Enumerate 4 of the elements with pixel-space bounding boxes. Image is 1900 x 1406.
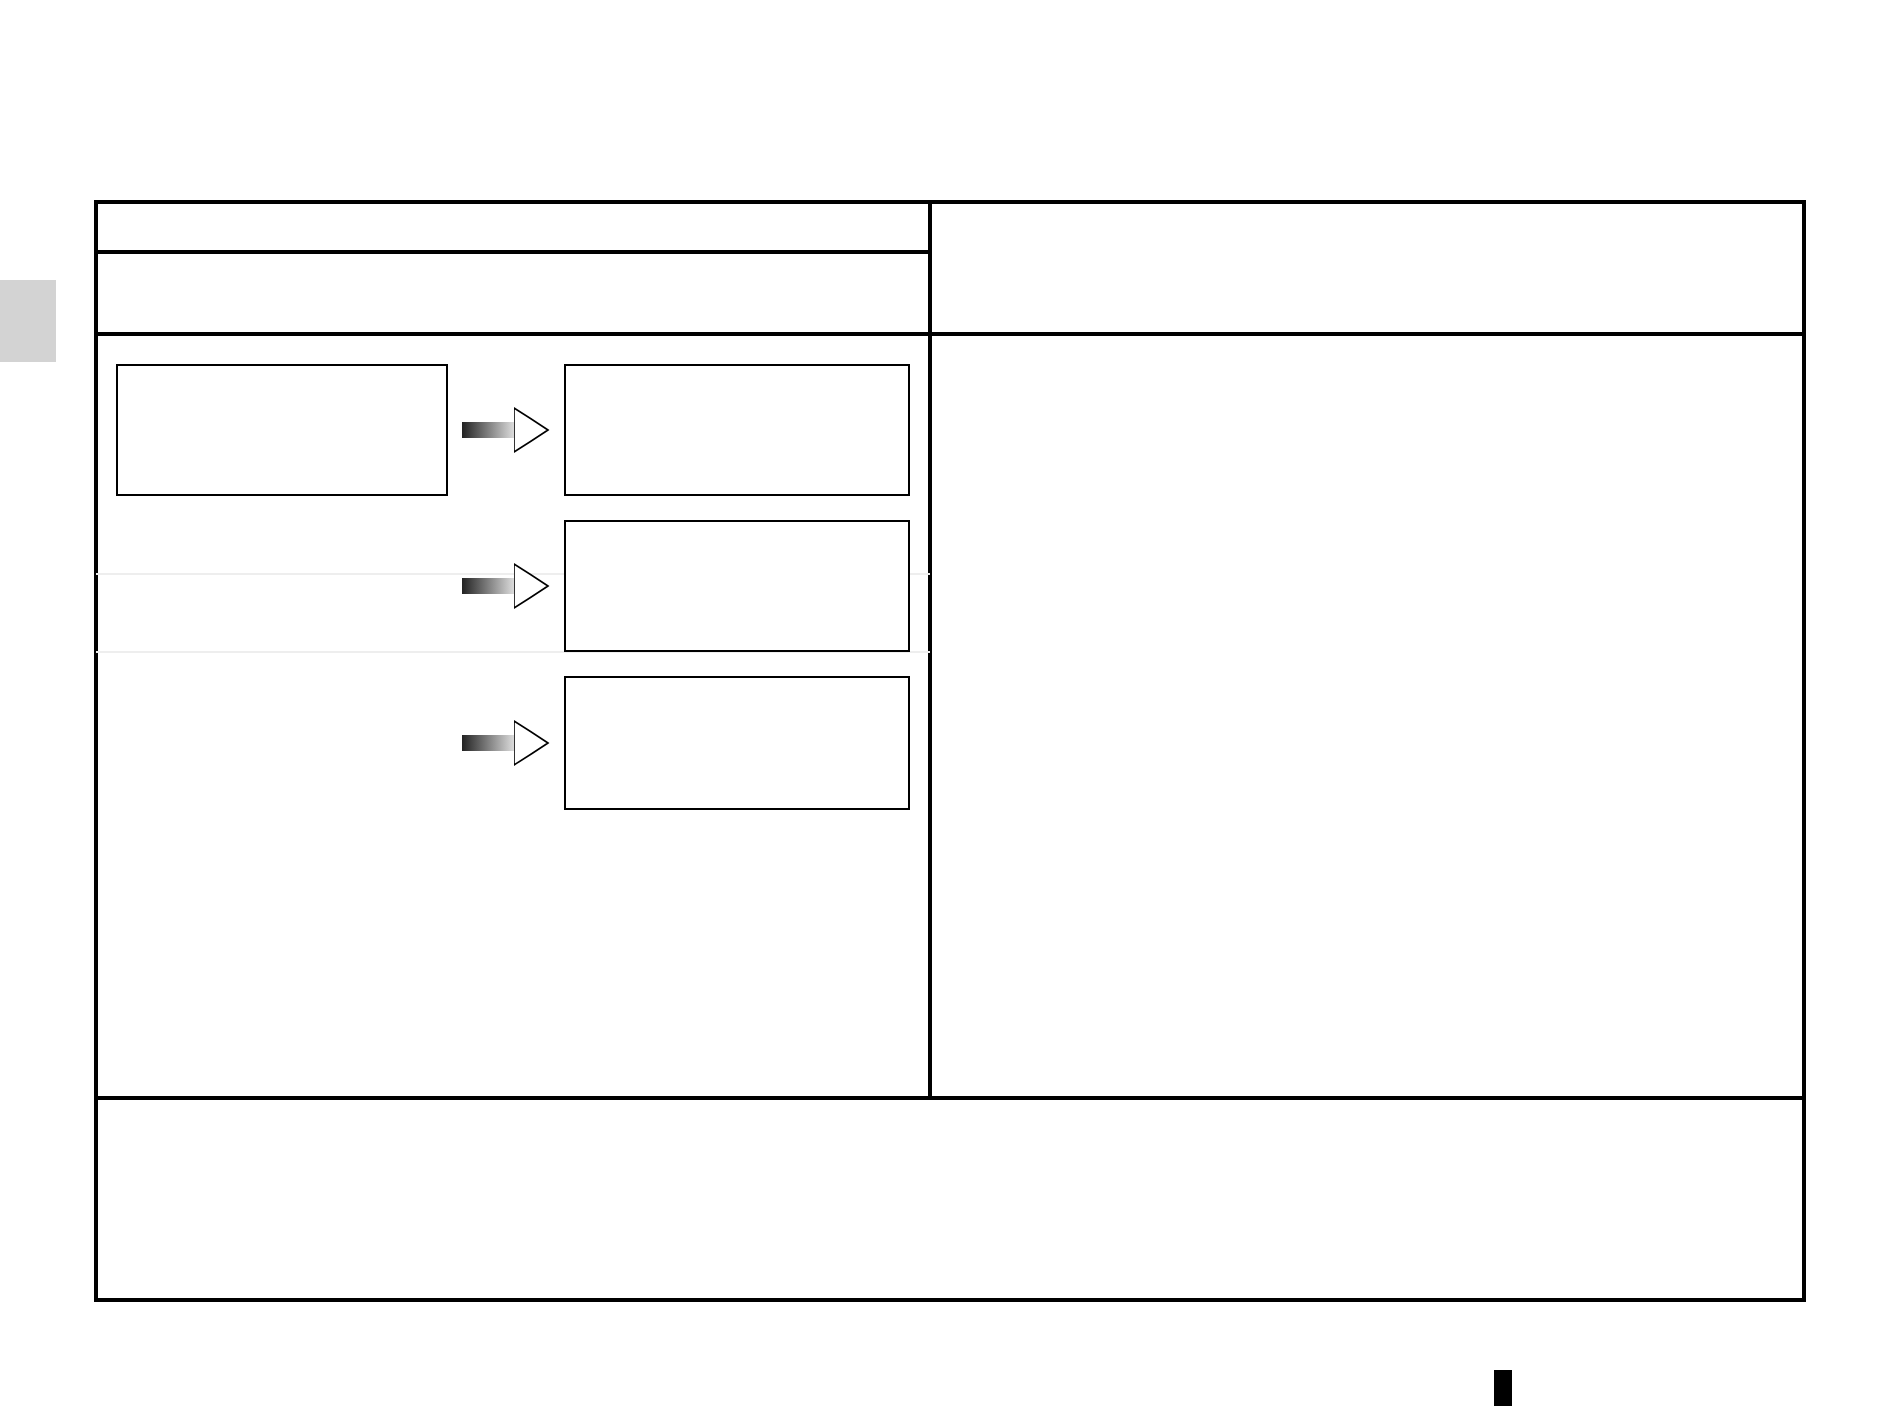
process-box: [116, 364, 448, 496]
process-box: [564, 676, 910, 810]
process-box: [564, 364, 910, 496]
process-box: [564, 520, 910, 652]
